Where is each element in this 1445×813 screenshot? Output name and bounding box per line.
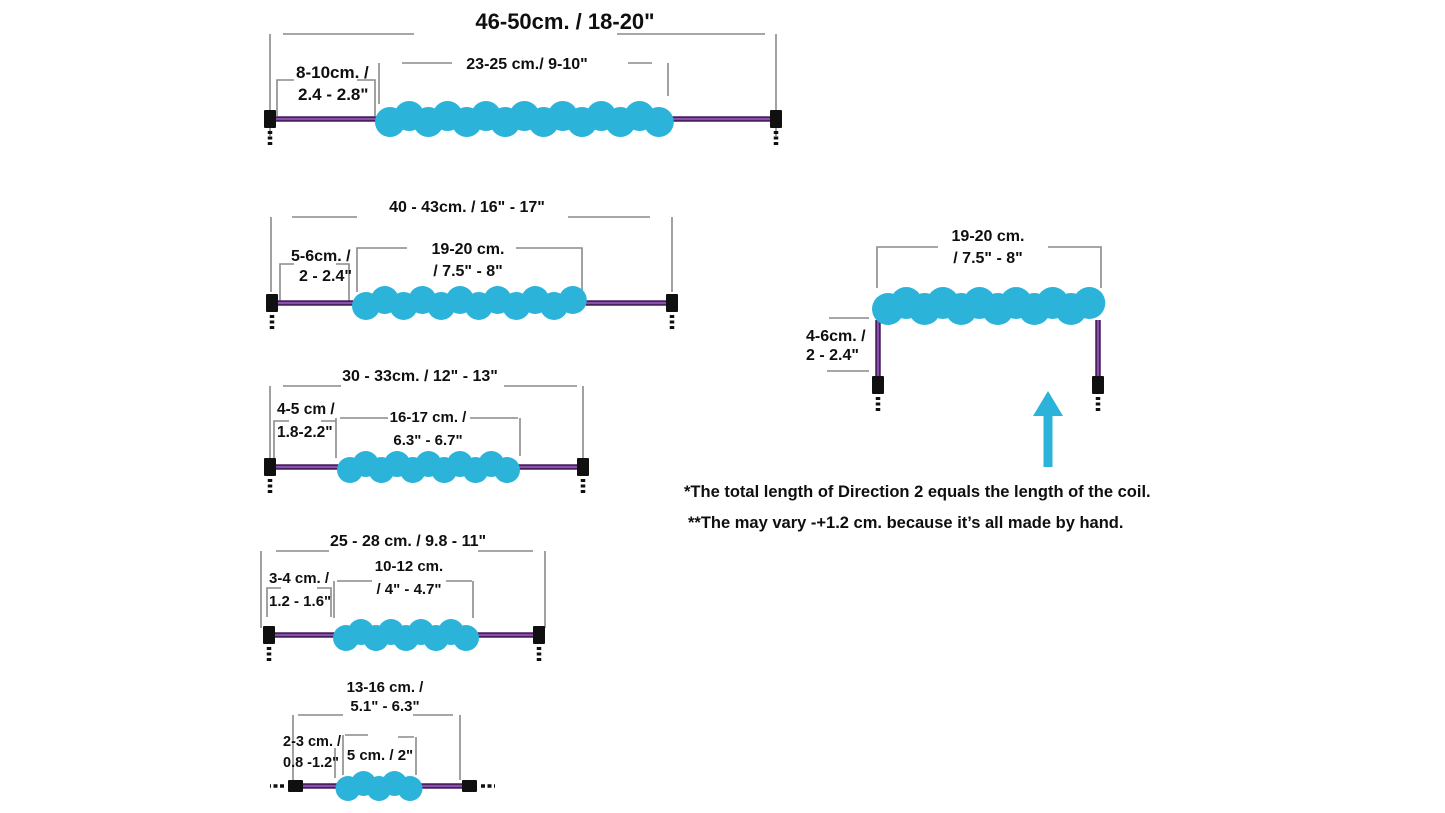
diagram-size-3: 30 - 33cm. / 12" - 13" 16-17 cm. / 6.3" …: [264, 368, 589, 494]
coil-bead: [453, 625, 479, 651]
drop-length-label-line2: 2 - 2.4": [806, 347, 859, 364]
coil-length-label-line1: 19-20 cm.: [432, 241, 505, 258]
coil-bead: [1073, 287, 1106, 319]
connector-left-icon: [266, 294, 278, 330]
connector-left-icon: [872, 376, 884, 412]
tail-length-label-line2: 2 - 2.4": [299, 268, 352, 285]
connector-right-icon: [770, 110, 782, 146]
coil-beads: [375, 101, 674, 137]
coil-length-label-line2: / 7.5" - 8": [433, 263, 502, 280]
diagram-direction-2: 19-20 cm. / 7.5" - 8" 4-6cm. / 2 - 2.4": [806, 228, 1105, 412]
connector-left-icon: [263, 626, 275, 662]
coil-length-label-line1: 10-12 cm.: [375, 558, 443, 575]
connector-left-icon: [264, 458, 276, 494]
total-length-label-line1: 13-16 cm. /: [347, 679, 425, 696]
connector-right-icon: [460, 778, 497, 794]
diagram-size-4: 25 - 28 cm. / 9.8 - 11" 10-12 cm. / 4" -…: [260, 533, 546, 662]
connector-right-icon: [1092, 376, 1104, 412]
coil-length-label: 23-25 cm./ 9-10": [466, 56, 587, 73]
coil-dimension-lines: [333, 580, 474, 618]
coil-bead: [558, 286, 587, 314]
diagram-size-5: 13-16 cm. / 5.1" - 6.3" 5 cm. / 2" 2-3 c…: [268, 679, 497, 801]
up-arrow-icon: [1033, 391, 1063, 467]
total-length-label-line2: 5.1" - 6.3": [350, 698, 419, 715]
tail-length-label-line1: 3-4 cm. /: [269, 570, 330, 587]
connector-right-icon: [577, 458, 589, 494]
coil-dimension-lines: [342, 734, 417, 775]
tail-length-label-line1: 5-6cm. /: [291, 248, 351, 265]
tail-dimension-lines: [266, 587, 332, 617]
tail-length-label-line1: 4-5 cm /: [277, 401, 335, 418]
tail-dimension-lines: [276, 79, 376, 116]
tail-length-label-line1: 2-3 cm. /: [283, 734, 341, 750]
coil-beads: [333, 619, 479, 651]
tail-length-label-line2: 1.8-2.2": [277, 424, 333, 441]
coil-dimension-lines: [876, 246, 1102, 288]
total-length-label: 46-50cm. / 18-20": [475, 9, 654, 34]
coil-beads: [352, 286, 587, 320]
connector-left-icon: [264, 110, 276, 146]
footnotes: *The total length of Direction 2 equals …: [684, 483, 1151, 532]
coil-bead: [494, 457, 520, 483]
total-dimension-lines: [269, 385, 584, 459]
tail-dimension-lines: [279, 263, 350, 301]
diagram-size-2: 40 - 43cm. / 16" - 17" 19-20 cm. / 7.5" …: [266, 199, 678, 330]
total-length-label: 40 - 43cm. / 16" - 17": [389, 199, 545, 216]
total-dimension-lines: [269, 33, 777, 136]
coil-beads: [337, 451, 520, 483]
coil-length-label-line2: / 7.5" - 8": [953, 250, 1022, 267]
total-dimension-lines: [292, 714, 461, 780]
tail-dimension-lines: [273, 420, 336, 460]
coil-dimension-lines: [378, 62, 669, 104]
diagram-size-1: 46-50cm. / 18-20" 23-25 cm./ 9-10" 8-10c…: [264, 9, 782, 146]
coil-length-label-line1: 16-17 cm. /: [390, 409, 468, 426]
tail-length-label-line2: 2.4 - 2.8": [298, 85, 368, 104]
total-length-label: 30 - 33cm. / 12" - 13": [342, 368, 498, 385]
drop-length-label-line1: 4-6cm. /: [806, 328, 866, 345]
coil-bead: [643, 107, 674, 137]
coil-bead: [397, 776, 423, 801]
coil-length-label-line1: 19-20 cm.: [952, 228, 1025, 245]
coil-beads: [872, 287, 1106, 325]
coil-beads: [335, 771, 423, 801]
tail-length-label-line2: 0.8 -1.2": [283, 755, 339, 771]
coil-length-label-line2: / 4" - 4.7": [376, 581, 441, 598]
tail-length-label-line1: 8-10cm. /: [296, 63, 369, 82]
connector-left-icon: [268, 778, 305, 794]
total-dimension-lines: [270, 216, 673, 292]
footnote-line1: *The total length of Direction 2 equals …: [684, 483, 1151, 501]
connector-right-icon: [666, 294, 678, 330]
total-length-label: 25 - 28 cm. / 9.8 - 11": [330, 533, 486, 550]
footnote-line2: **The may vary -+1.2 cm. because it’s al…: [688, 514, 1123, 532]
total-dimension-lines: [260, 550, 546, 628]
coil-dimension-lines: [335, 417, 521, 458]
connector-right-icon: [533, 626, 545, 662]
coil-length-label-line2: 6.3" - 6.7": [393, 432, 462, 449]
drop-dimension-lines: [827, 317, 869, 372]
coil-length-label: 5 cm. / 2": [347, 747, 413, 764]
tail-length-label-line2: 1.2 - 1.6": [269, 593, 331, 610]
coil-dimension-lines: [356, 247, 583, 292]
